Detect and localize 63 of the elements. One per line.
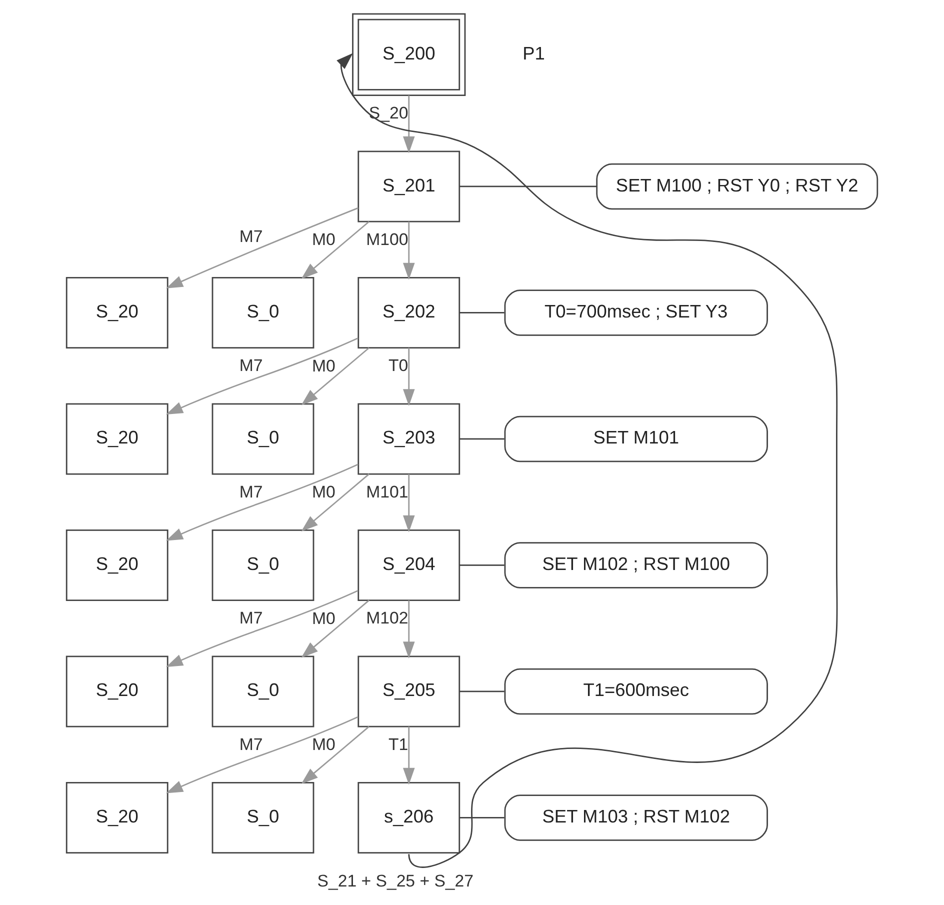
arrow — [301, 474, 370, 532]
edge-label: M0 — [312, 608, 336, 628]
edge-label: M7 — [239, 734, 263, 754]
connector — [459, 690, 504, 692]
edge-label: M0 — [312, 230, 336, 250]
node-box: S_203 — [358, 403, 460, 475]
node-box: S_20 — [66, 529, 168, 601]
node-box: T0=700msec ; SET Y3 — [504, 290, 768, 336]
arrow — [301, 221, 370, 279]
label: P1 — [522, 42, 545, 64]
edge-label: M0 — [312, 356, 336, 376]
node-box: T1=600msec — [504, 668, 768, 715]
edge-label: S_20 — [368, 103, 408, 122]
node-box: S_20 — [66, 403, 168, 475]
arrow — [301, 600, 370, 658]
edge-label: M100 — [366, 230, 408, 249]
connector — [459, 312, 504, 314]
node-box: S_0 — [212, 782, 314, 854]
node-box: S_0 — [212, 529, 314, 601]
edge-label: M7 — [239, 482, 263, 502]
node-box: S_201 — [358, 150, 460, 222]
edge-label: M102 — [366, 608, 408, 628]
edge-label: M7 — [239, 226, 263, 246]
edge-label: T1 — [388, 734, 408, 754]
node-box: SET M100 ; RST Y0 ; RST Y2 — [596, 163, 878, 210]
connector — [460, 186, 597, 188]
arrow — [402, 348, 415, 406]
edge-label: M7 — [239, 608, 263, 628]
arrow — [166, 337, 358, 414]
arrow — [402, 600, 415, 658]
arrow — [166, 464, 358, 541]
arrow — [402, 95, 415, 154]
arrow — [402, 474, 415, 532]
arrow — [402, 222, 415, 280]
node-box: s_206 — [358, 782, 460, 854]
node-box: S_20 — [66, 782, 168, 854]
edge-label: T0 — [388, 356, 408, 376]
node-box: S_20 — [66, 276, 168, 348]
edge-label: M0 — [312, 482, 336, 502]
node-box: S_0 — [212, 656, 314, 728]
arrow — [166, 590, 358, 667]
node-box: S_20 — [66, 656, 168, 728]
edge-label: M101 — [366, 482, 408, 502]
connector — [459, 817, 504, 818]
connector — [459, 564, 504, 566]
node-box: S_200 — [352, 13, 466, 96]
arrow — [301, 347, 370, 406]
node-box: S_205 — [358, 656, 460, 728]
node-box: SET M103 ; RST M102 — [504, 794, 768, 841]
edge-label: M7 — [239, 356, 263, 376]
arrow — [301, 726, 370, 784]
node-box: SET M102 ; RST M100 — [504, 542, 768, 588]
arrow — [166, 207, 358, 288]
edge-label: S_21 + S_25 + S_27 — [317, 871, 474, 890]
node-box: SET M101 — [504, 416, 768, 462]
arrow — [166, 716, 358, 794]
node-box: S_202 — [358, 276, 460, 348]
arrow — [402, 726, 415, 785]
node-box: S_0 — [212, 276, 314, 348]
node-box: S_204 — [358, 529, 460, 601]
connector — [459, 438, 504, 440]
node-box: S_0 — [212, 403, 314, 475]
edge-label: M0 — [312, 735, 336, 754]
